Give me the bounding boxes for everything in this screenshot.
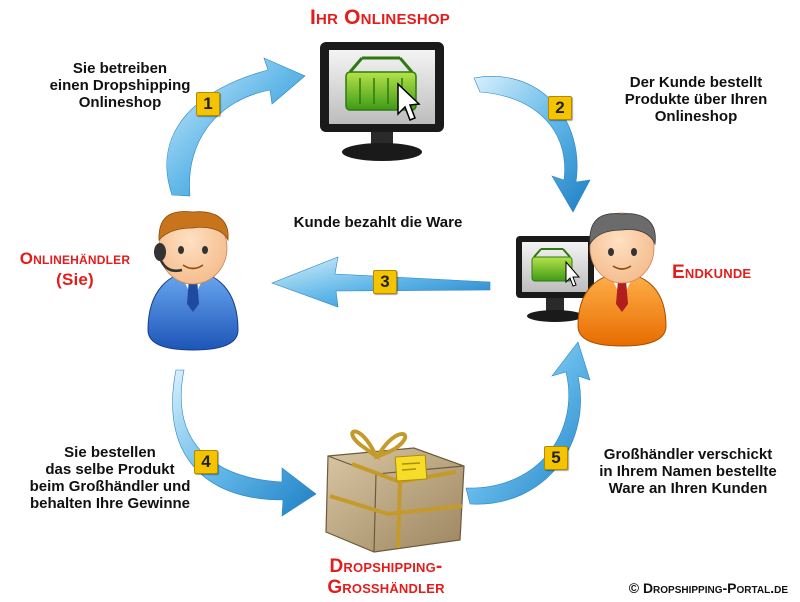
shop-title: Ihr Onlineshop xyxy=(310,6,450,29)
step-1-badge: 1 xyxy=(196,92,220,116)
merchant-title-line2: (Sie) xyxy=(56,270,94,289)
step-4-text: Sie bestellen das selbe Produkt beim Gro… xyxy=(29,444,191,512)
step-1-text: Sie betreiben einen Dropshipping Onlines… xyxy=(49,60,191,111)
wholesaler-title: Dropshipping- Großhändler xyxy=(296,556,476,598)
merchant-title: Onlinehändler (Sie) xyxy=(0,248,150,290)
arrow-2 xyxy=(473,76,591,213)
step-4-badge: 4 xyxy=(194,450,218,474)
step-2-text: Der Kunde bestellt Produkte über Ihren O… xyxy=(624,74,768,125)
arrow-4 xyxy=(172,369,317,517)
merchant-title-line1: Onlinehändler xyxy=(19,249,131,268)
parcel-icon xyxy=(325,429,465,553)
wholesaler-title-line1: Dropshipping- xyxy=(329,556,443,577)
wholesaler-title-line2: Großhändler xyxy=(327,577,445,598)
customer-title: Endkunde xyxy=(672,262,752,283)
arrow-1 xyxy=(166,57,306,197)
merchant-avatar-icon xyxy=(147,211,239,351)
copyright-text: © Dropshipping-Portal.de xyxy=(628,580,788,596)
step-3-text: Kunde bezahlt die Ware xyxy=(293,214,463,231)
step-5-badge: 5 xyxy=(544,446,568,470)
step-2-badge: 2 xyxy=(548,96,572,120)
monitor-shop-icon xyxy=(320,42,444,161)
step-3-badge: 3 xyxy=(373,270,397,294)
step-5-text: Großhändler verschickt in Ihrem Namen be… xyxy=(599,446,777,497)
customer-avatar-icon xyxy=(516,212,667,347)
arrow-5 xyxy=(465,341,591,505)
